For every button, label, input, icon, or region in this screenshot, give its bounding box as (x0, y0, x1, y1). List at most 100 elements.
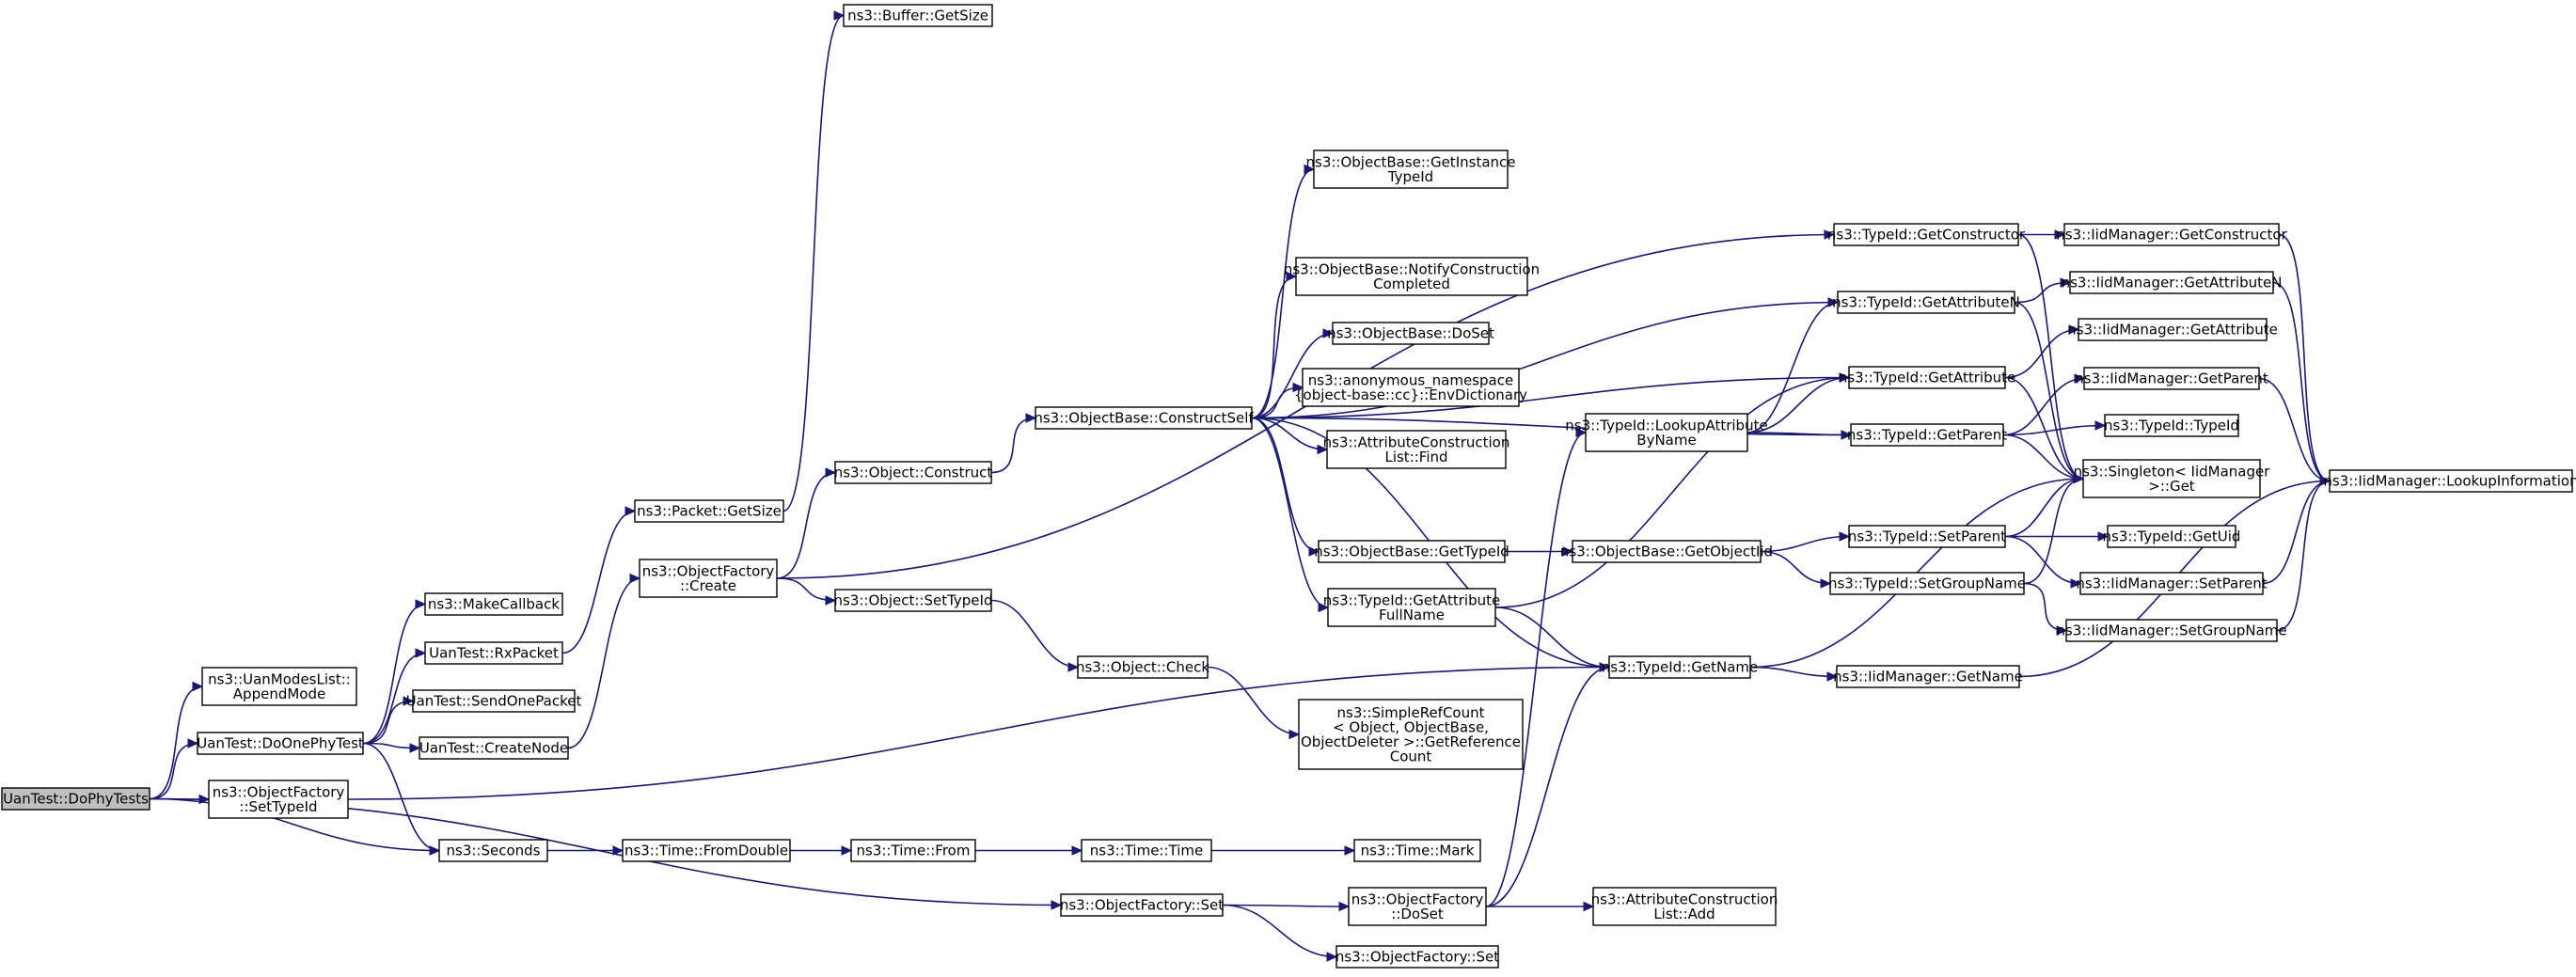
node-do-set[interactable]: ns3::ObjectBase::DoSet (1327, 322, 1494, 345)
edge-tidGetAttribute-to-singletonGet (2004, 376, 2084, 480)
node-tid-set-group-name[interactable]: ns3::TypeId::SetGroupName (1828, 572, 2026, 595)
node-create-node[interactable]: UanTest::CreateNode (419, 736, 569, 760)
node-iid-get-parent[interactable]: ns3::IidManager::GetParent (2075, 367, 2268, 390)
node-do-one-phy-test[interactable]: UanTest::DoOnePhyTest (197, 732, 364, 755)
node-label: ns3::TypeId::SetGroupName (1828, 575, 2026, 592)
node-notify-construction[interactable]: ns3::ObjectBase::NotifyConstructionCompl… (1284, 257, 1540, 296)
node-iid-get-attribute-n[interactable]: ns3::IidManager::GetAttributeN (2062, 271, 2283, 294)
node-iid-set-group-name[interactable]: ns3::IidManager::SetGroupName (2056, 619, 2287, 642)
node-send-one-packet[interactable]: UanTest::SendOnePacket (406, 689, 582, 713)
node-box (1060, 893, 1224, 917)
node-label: ns3::IidManager::GetAttribute (2067, 322, 2278, 339)
node-box (424, 641, 563, 665)
node-label: ::DoSet (1391, 906, 1444, 922)
edge-objCheck-to-simpleRefCount (1207, 666, 1300, 735)
node-label: ns3::AttributeConstruction (1591, 890, 1778, 907)
arrow-head-icon (629, 573, 641, 584)
node-tid-get-uid[interactable]: ns3::TypeId::GetUid (2103, 525, 2241, 548)
node-label: ns3::Time::Time (1090, 843, 1204, 859)
node-time-from[interactable]: ns3::Time::From (850, 839, 976, 862)
node-env-dictionary[interactable]: ns3::anonymous_namespace{object-base::cc… (1294, 368, 1527, 407)
node-label: UanTest::SendOnePacket (406, 693, 582, 710)
node-label: ns3::TypeId::SetParent (1848, 528, 2006, 545)
node-simple-ref-count[interactable]: ns3::SimpleRefCount< Object, ObjectBase,… (1298, 699, 1524, 770)
node-tid-get-constructor[interactable]: ns3::TypeId::GetConstructor (1827, 223, 2026, 246)
node-of-set-type-id[interactable]: ns3::ObjectFactory::SetTypeId (208, 780, 349, 819)
node-box (424, 592, 563, 616)
arrow-head-icon (1286, 271, 1298, 282)
node-iid-set-parent[interactable]: ns3::IidManager::SetParent (2076, 572, 2268, 595)
node-iid-get-attribute[interactable]: ns3::IidManager::GetAttribute (2067, 318, 2278, 341)
node-tid-get-attribute[interactable]: ns3::TypeId::GetAttribute (1839, 366, 2015, 389)
node-tid-get-name[interactable]: ns3::TypeId::GetName (1602, 655, 1758, 679)
node-obj-construct[interactable]: ns3::Object::Construct (834, 461, 993, 484)
node-box (2065, 619, 2278, 642)
node-box (2063, 223, 2280, 246)
node-box (1829, 572, 2025, 595)
node-obj-check[interactable]: ns3::Object::Check (1076, 655, 1209, 679)
node-singleton-get[interactable]: ns3::Singleton< IidManager>::Get (2074, 459, 2271, 498)
node-of-create[interactable]: ns3::ObjectFactory::Create (639, 559, 778, 598)
node-box (850, 839, 976, 862)
edge-tidGetParent-to-iidGetParent (2002, 377, 2085, 436)
node-tid-get-parent[interactable]: ns3::TypeId::GetParent (1847, 423, 2007, 447)
node-iid-get-name[interactable]: ns3::IidManager::GetName (1833, 665, 2023, 688)
node-tid-get-attribute-n[interactable]: ns3::TypeId::GetAttributeN (1832, 291, 2020, 314)
node-label: ns3::ObjectBase::GetInstance (1306, 153, 1516, 170)
node-append-mode[interactable]: ns3::UanModesList::AppendMode (201, 667, 357, 706)
node-box (843, 4, 993, 27)
node-of-set[interactable]: ns3::ObjectFactory::Set (1060, 893, 1224, 917)
arrow-head-icon (1288, 729, 1301, 740)
node-tid-set-parent[interactable]: ns3::TypeId::SetParent (1848, 525, 2006, 548)
node-seconds[interactable]: ns3::Seconds (438, 839, 548, 862)
arrow-head-icon (2056, 625, 2068, 636)
node-ob-get-type-id[interactable]: ns3::ObjectBase::GetTypeId (1314, 540, 1509, 563)
node-label: ns3::MakeCallback (428, 596, 560, 613)
node-box (1298, 699, 1524, 770)
node-of-set2[interactable]: ns3::ObjectFactory::Set (1335, 945, 1499, 969)
node-box (419, 736, 569, 760)
edge-tidSetGroupName-to-singletonGet (2023, 478, 2084, 585)
node-time-time[interactable]: ns3::Time::Time (1081, 839, 1212, 862)
edge-getAttrFullName-to-tidGetAttribute (1494, 376, 1850, 608)
node-label: List::Find (1384, 449, 1447, 465)
node-from-double[interactable]: ns3::Time::FromDouble (622, 839, 791, 862)
node-label: >::Get (2148, 478, 2195, 495)
arrow-head-icon (1304, 164, 1316, 175)
node-time-mark[interactable]: ns3::Time::Mark (1353, 839, 1481, 862)
arrow-head-icon (415, 648, 427, 658)
node-get-object-iid[interactable]: ns3::ObjectBase::GetObjectIid (1560, 540, 1773, 563)
node-do-phy-tests[interactable]: UanTest::DoPhyTests (1, 787, 150, 811)
node-obj-set-type-id[interactable]: ns3::Object::SetTypeId (834, 589, 993, 612)
node-box (1348, 887, 1487, 926)
edge-lookupAttrByName-to-tidGetParent (1746, 432, 1852, 436)
node-label: ns3::IidManager::LookupInformation (2323, 473, 2576, 490)
node-label: ns3::TypeId::GetAttribute (1839, 370, 2015, 386)
node-make-callback[interactable]: ns3::MakeCallback (424, 592, 563, 616)
arrow-head-icon (1317, 444, 1329, 455)
arrow-head-icon (1318, 602, 1330, 613)
node-label: ns3::TypeId::GetUid (2103, 528, 2241, 545)
edges-layer (149, 10, 2331, 962)
node-rx-packet[interactable]: UanTest::RxPacket (424, 641, 563, 665)
node-construct-self[interactable]: ns3::ObjectBase::ConstructSelf (1034, 406, 1254, 430)
node-buffer-get-size[interactable]: ns3::Buffer::GetSize (843, 4, 993, 27)
node-tid-type-id[interactable]: ns3::TypeId::TypeId (2104, 414, 2239, 437)
node-iid-lookup-info[interactable]: ns3::IidManager::LookupInformation (2323, 469, 2576, 493)
arrow-head-icon (1051, 900, 1063, 910)
node-label: ns3::IidManager::SetParent (2076, 575, 2267, 592)
node-box (1081, 839, 1212, 862)
arrow-head-icon (1308, 546, 1320, 557)
node-label: ::SetTypeId (239, 798, 317, 815)
node-of-do-set[interactable]: ns3::ObjectFactory::DoSet (1348, 887, 1487, 926)
node-box (1302, 368, 1520, 407)
node-packet-get-size[interactable]: ns3::Packet::GetSize (634, 499, 784, 523)
node-iid-get-constructor[interactable]: ns3::IidManager::GetConstructor (2056, 223, 2288, 246)
edge-lookupAttrByName-to-tidGetAttribute (1746, 376, 1850, 433)
node-box (1585, 413, 1748, 452)
